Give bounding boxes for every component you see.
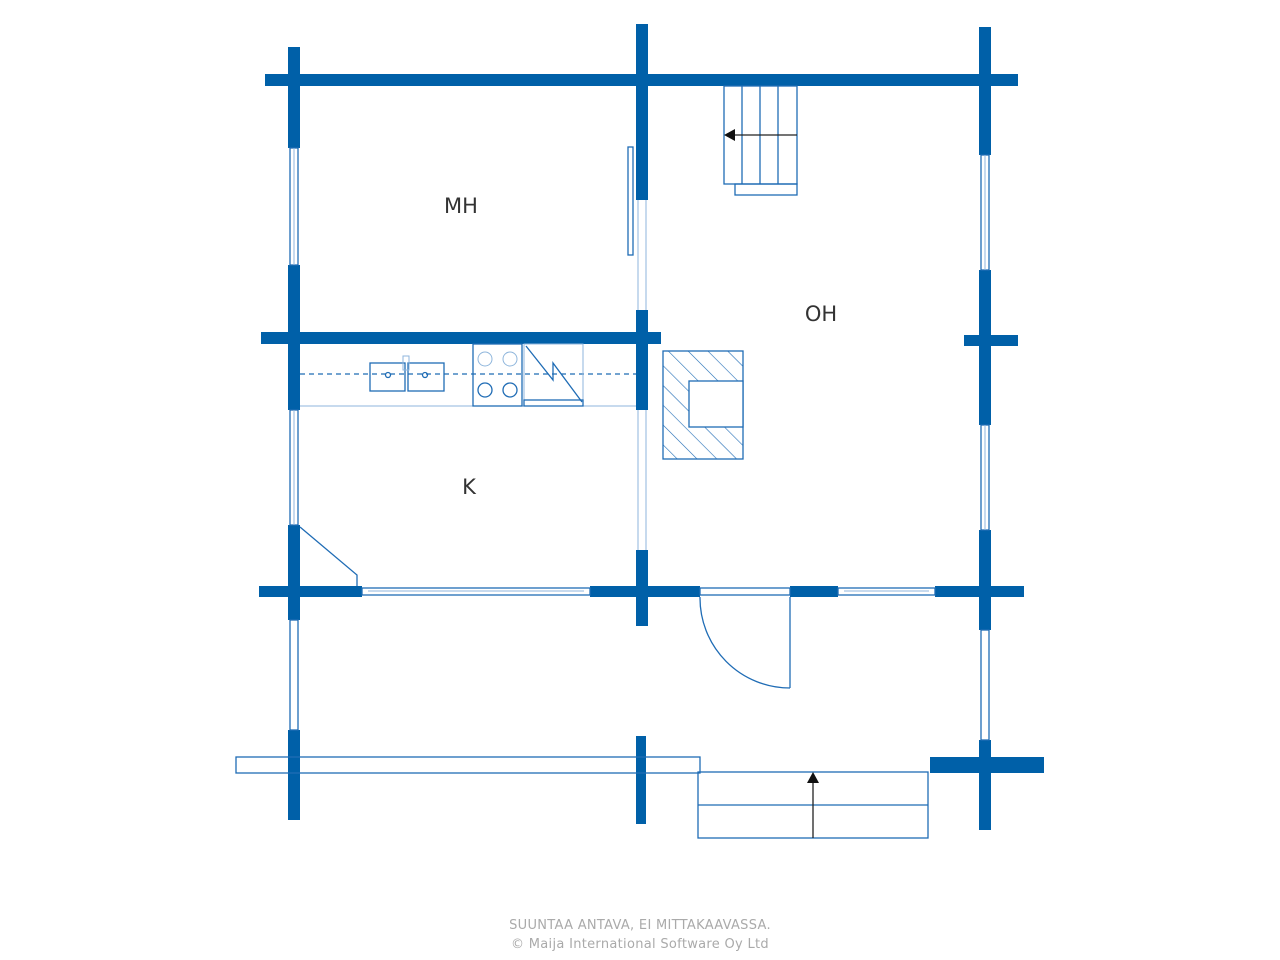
stairs-icon (723, 85, 798, 196)
walls (259, 24, 1044, 830)
terrace (235, 756, 929, 839)
fridge-icon (523, 343, 584, 407)
room-label-k: K (462, 475, 476, 499)
room-label-oh: OH (804, 302, 838, 326)
kitchen-counter (300, 343, 636, 407)
copyright-text: © Maija International Software Oy Ltd (511, 937, 769, 952)
sink-icon (369, 362, 406, 392)
room-label-mh: MH (444, 194, 478, 218)
entry-door (699, 587, 791, 689)
fireplace-icon (662, 350, 744, 460)
windows (289, 147, 990, 741)
sliding-door (627, 146, 634, 256)
stove-icon (472, 343, 523, 407)
closet (299, 526, 358, 586)
disclaimer-text: SUUNTAA ANTAVA, EI MITTAKAAVASSA. (509, 918, 771, 933)
